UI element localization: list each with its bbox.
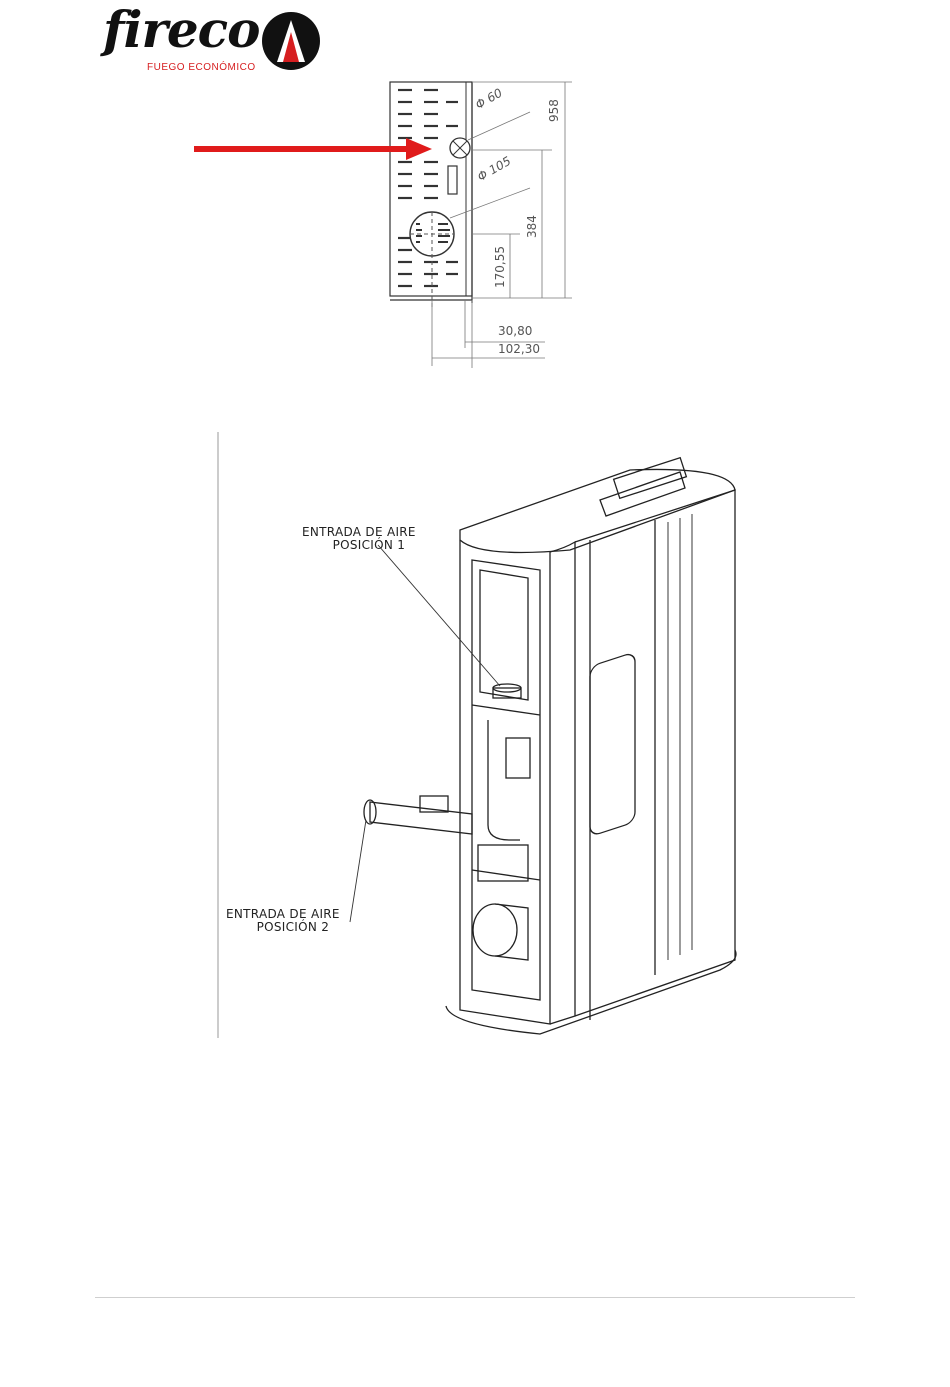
dim-102-30: 102,30 [498, 342, 540, 356]
dim-958: 958 [547, 99, 561, 122]
brand-tagline: FUEGO ECONÓMICO [147, 62, 256, 73]
flame-logo-icon [260, 10, 322, 72]
large-air-inlet [410, 212, 454, 308]
callout-air-inlet-position-2: ENTRADA DE AIRE POSICIÓN 2 [226, 908, 340, 934]
dim-384: 384 [525, 215, 539, 238]
stove-isometric-drawing: ENTRADA DE AIRE POSICIÓN 1 ENTRADA DE AI… [210, 430, 750, 1046]
red-arrow-icon [194, 138, 432, 160]
callout-2-line2: POSICIÓN 2 [226, 921, 340, 934]
callout-1-line2: POSICIÓN 1 [302, 539, 416, 552]
stove-body [364, 458, 736, 1034]
callout-air-inlet-position-1: ENTRADA DE AIRE POSICIÓN 1 [302, 526, 416, 552]
vent-slots [398, 90, 458, 286]
small-air-inlet [450, 138, 470, 158]
dim-170-55: 170,55 [493, 246, 507, 288]
brand-name: fireco [103, 0, 259, 59]
brand-logo: fireco FUEGO ECONÓMICO [95, 6, 335, 78]
stove-isometric-svg [210, 430, 750, 1042]
dim-30-80: 30,80 [498, 324, 532, 338]
rear-view-drawing: Φ 60 Φ 105 958 384 170,55 30,80 102,30 [180, 78, 600, 382]
footer-divider [95, 1297, 855, 1298]
